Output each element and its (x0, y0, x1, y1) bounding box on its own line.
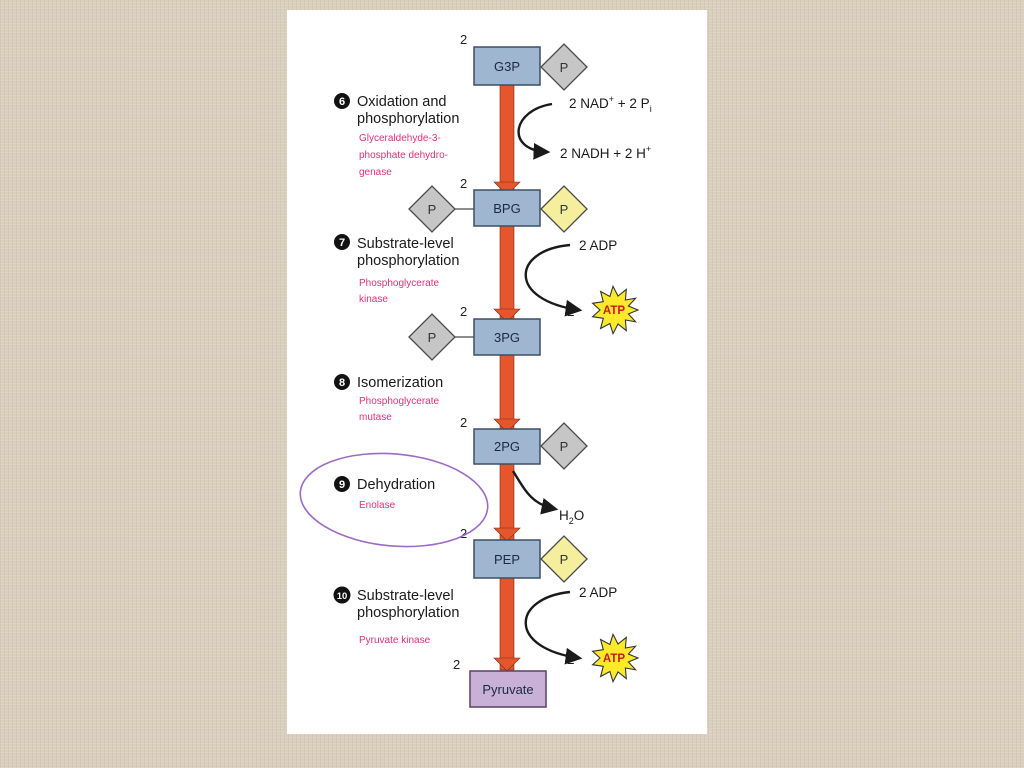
coefficients: 2 2 2 2 2 2 (453, 32, 467, 672)
bpg-label: BPG (493, 201, 520, 216)
atp-label-step7: ATP (603, 305, 625, 317)
phosphate-bpg-left: P (408, 185, 456, 233)
step-10-enzyme-line1: Pyruvate kinase (359, 635, 431, 646)
step-6-enzyme-line2: phosphate dehydro- (359, 150, 448, 161)
phosphate-3pg-left: P (408, 313, 456, 361)
atp-starburst-step7: ATP (591, 284, 640, 336)
step-6-title-line1: Oxidation and (357, 94, 446, 110)
molecule-pyruvate: Pyruvate (469, 670, 547, 708)
coef-pep: 2 (460, 526, 467, 541)
svg-text:9: 9 (339, 479, 345, 491)
arrow-shaft-10 (499, 577, 515, 671)
step-7-title-line2: phosphorylation (357, 253, 459, 269)
step-7-enzyme-line1: Phosphoglycerate (359, 278, 439, 289)
g3p-label: G3P (494, 59, 520, 74)
glycolysis-payoff-diagram: G3P BPG 3PG 2PG PEP Pyruvate (299, 32, 652, 708)
step6-output-label: 2 NADH + 2 H+ (560, 144, 651, 161)
coef-g3p: 2 (460, 32, 467, 47)
phosphate-bpg-right: P (540, 185, 588, 233)
step-10-title-line2: phosphorylation (357, 605, 459, 621)
step-7-enzyme-line2: kinase (359, 294, 388, 305)
svg-text:P: P (560, 552, 569, 567)
atp-label-step10: ATP (603, 653, 625, 665)
step-8-enzyme-line2: mutase (359, 412, 392, 423)
step-6-badge (334, 93, 350, 109)
svg-text:P: P (428, 330, 437, 345)
svg-text:P: P (560, 202, 569, 217)
molecule-3pg: 3PG (473, 318, 541, 356)
step-9-title-line1: Dehydration (357, 477, 435, 493)
arrow-head-9 (493, 527, 521, 542)
phosphate-pep-right: P (540, 535, 588, 583)
atp-starburst-step10: ATP (591, 632, 640, 684)
step-7-title-line1: Substrate-level (357, 236, 454, 252)
step-9: 9 Dehydration Enolase (334, 476, 435, 511)
step-8: 8 Isomerization Phosphoglycerate mutase (334, 374, 443, 423)
svg-text:6: 6 (339, 96, 345, 108)
step-7: 7 Substrate-level phosphorylation Phosph… (334, 234, 459, 305)
coef-pyruvate: 2 (453, 657, 460, 672)
svg-text:10: 10 (337, 591, 348, 602)
arrow-shaft-7 (499, 225, 515, 323)
step-10-title-line1: Substrate-level (357, 588, 454, 604)
molecule-g3p: G3P (473, 46, 541, 86)
step7-output-coef: 2 (567, 304, 575, 319)
step6-input-label: 2 NAD+ + 2 Pi (569, 94, 652, 114)
step10-output-coef: 2 (567, 652, 575, 667)
molecule-pep: PEP (473, 539, 541, 579)
curved-arrow-step7 (524, 243, 583, 317)
step-6: 6 Oxidation and phosphorylation Glyceral… (334, 93, 459, 178)
diagram-card: G3P BPG 3PG 2PG PEP Pyruvate (287, 10, 707, 734)
coef-3pg: 2 (460, 304, 467, 319)
step7-input-label: 2 ADP (579, 238, 617, 253)
step-7-badge (334, 234, 350, 250)
arrow-head-8 (493, 418, 521, 433)
step-10-badge (333, 586, 351, 604)
svg-text:P: P (428, 202, 437, 217)
pathway-arrows (493, 84, 521, 672)
molecule-bpg: BPG (473, 189, 541, 227)
step9-output-label: H2O (559, 508, 584, 526)
step-6-title-line2: phosphorylation (357, 111, 459, 127)
arrow-shaft-6 (499, 84, 515, 194)
pg3-label: 3PG (494, 330, 520, 345)
step-8-title-line1: Isomerization (357, 375, 443, 391)
step-10: 10 Substrate-level phosphorylation Pyruv… (333, 586, 459, 646)
phosphate-g3p-right: P (540, 43, 588, 91)
step-6-enzyme-line3: genase (359, 167, 392, 178)
pep-label: PEP (494, 552, 520, 567)
molecule-2pg: 2PG (473, 428, 541, 465)
coef-2pg: 2 (460, 415, 467, 430)
step-9-enzyme-line1: Enolase (359, 500, 396, 511)
step-6-enzyme-line1: Glyceraldehyde-3- (359, 133, 441, 144)
svg-text:P: P (560, 60, 569, 75)
curved-arrow-step6 (517, 102, 553, 160)
curved-arrow-step10 (524, 590, 583, 665)
highlight-oval (299, 452, 489, 548)
step10-input-label: 2 ADP (579, 585, 617, 600)
step-8-enzyme-line1: Phosphoglycerate (359, 396, 439, 407)
svg-text:8: 8 (339, 377, 345, 389)
step-9-badge (334, 476, 350, 492)
pyruvate-label: Pyruvate (482, 682, 533, 697)
svg-text:7: 7 (339, 237, 345, 249)
step-8-badge (334, 374, 350, 390)
arrow-head-6 (493, 181, 521, 196)
arrow-head-10 (493, 657, 521, 672)
arrow-head-7 (493, 308, 521, 323)
side-arrows (511, 102, 583, 665)
pg2-label: 2PG (494, 439, 520, 454)
phosphate-2pg-right: P (540, 422, 588, 470)
curved-arrow-step9 (511, 470, 559, 515)
svg-text:P: P (560, 439, 569, 454)
coef-bpg: 2 (460, 176, 467, 191)
